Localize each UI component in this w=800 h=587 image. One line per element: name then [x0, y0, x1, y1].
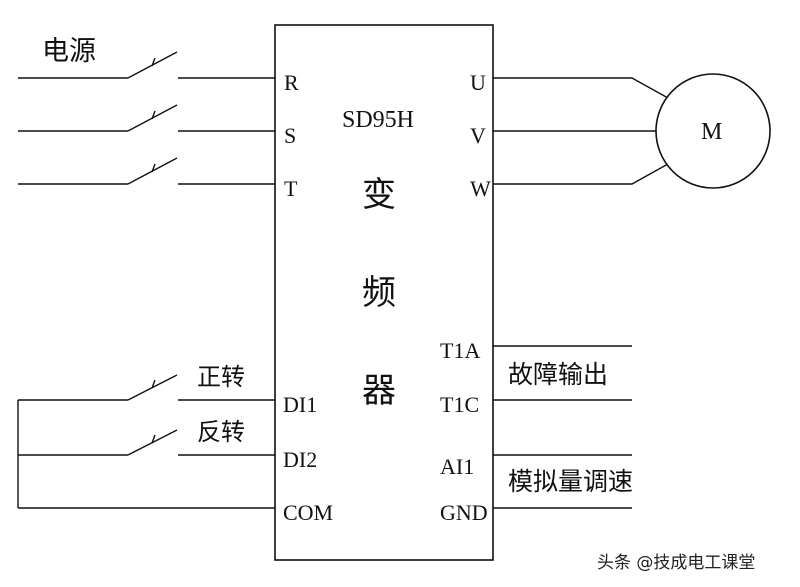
model-label: SD95H: [342, 107, 414, 133]
device-name-char-2: 频: [362, 273, 396, 313]
power-label: 电源: [42, 36, 96, 67]
forward-switch-circuit: [18, 374, 275, 401]
device-name-char-1: 变: [362, 175, 396, 215]
terminal-ai1: AI1: [440, 454, 474, 479]
inverter-box: [274, 24, 494, 561]
terminal-u: U: [470, 70, 486, 95]
power-line-s: [18, 104, 275, 132]
terminal-com: COM: [283, 500, 333, 525]
reverse-label: 反转: [197, 418, 245, 446]
terminal-t1c: T1C: [440, 392, 479, 417]
analog-speed-label: 模拟量调速: [508, 467, 633, 496]
motor-wires: [493, 77, 669, 185]
device-name-char-3: 器: [362, 371, 396, 411]
terminal-s: S: [284, 123, 296, 148]
terminal-di1: DI1: [283, 392, 317, 417]
motor: [655, 73, 771, 189]
terminal-di2: DI2: [283, 447, 317, 472]
com-wire: [17, 400, 275, 509]
terminal-v: V: [470, 123, 486, 148]
terminal-gnd: GND: [440, 500, 488, 525]
forward-label: 正转: [197, 363, 245, 391]
terminal-t: T: [284, 176, 298, 201]
power-line-r: [18, 51, 275, 79]
right-control-wires: [493, 345, 632, 509]
reverse-switch-circuit: [18, 429, 275, 456]
terminal-t1a: T1A: [440, 338, 480, 363]
power-line-t: [18, 157, 275, 185]
terminal-r: R: [284, 70, 299, 95]
terminal-w: W: [470, 176, 491, 201]
fault-output-label: 故障输出: [508, 360, 608, 389]
watermark: 头条 @技成电工课堂: [597, 553, 755, 573]
motor-label: M: [701, 119, 722, 145]
